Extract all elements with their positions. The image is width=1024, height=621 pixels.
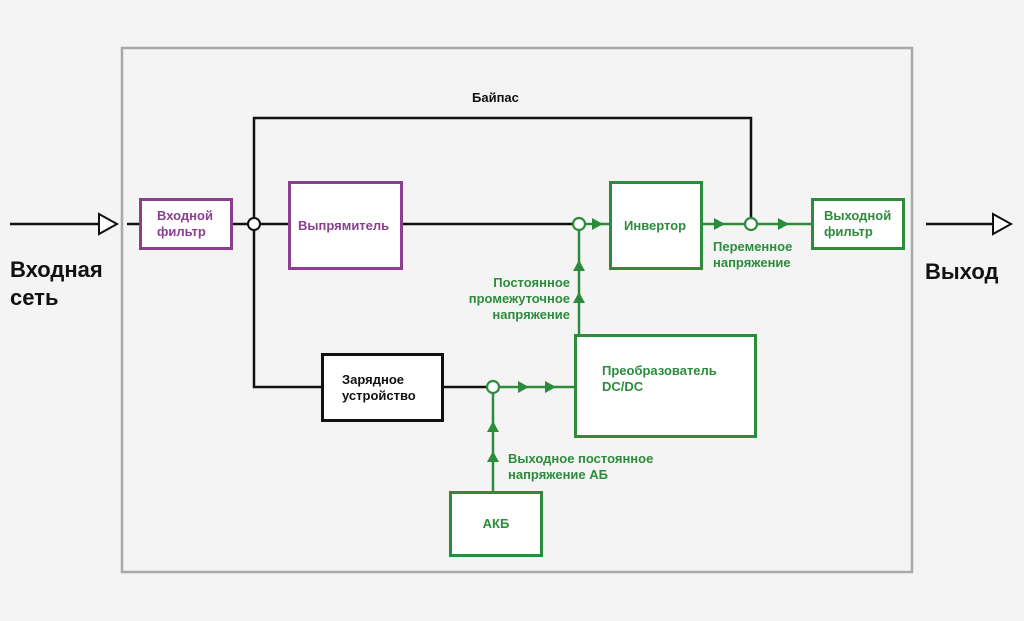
inverter-out-arrow-icon [714, 218, 725, 230]
input-filter-label-line-2: фильтр [157, 224, 206, 239]
system-frame [120, 46, 914, 574]
to-dcdc-arrow-icon-1 [518, 381, 529, 393]
inverter-label: Инвертор [624, 217, 687, 233]
dc-to-inverter-arrow-icon [592, 218, 603, 230]
ac-voltage-label: Переменное напряжение [713, 239, 792, 271]
battery-block: АКБ [449, 491, 543, 557]
dcdc-up-arrow-icon-1 [573, 292, 585, 303]
charger-label-line-2: устройство [342, 387, 416, 403]
battery-up-arrow-icon-1 [487, 451, 499, 462]
dc-junction-node [571, 216, 587, 232]
battery-junction-node [485, 379, 501, 395]
to-dcdc-arrow-icon-2 [545, 381, 556, 393]
input-junction-node [247, 217, 261, 231]
charger-branch-line [252, 230, 321, 389]
battery-dc-output-label: Выходное постоянное напряжение АБ [508, 451, 653, 483]
input-filter-label-line-1: Входной [157, 208, 213, 223]
dc-intermediate-line-2: промежуточное [468, 291, 570, 306]
bypass-label: Байпас [472, 90, 519, 105]
output-filter-label-line-1: Выходной [824, 208, 892, 223]
charger-block: Зарядное устройство [321, 353, 444, 422]
battery-up-arrow-icon-2 [487, 421, 499, 432]
input-network-line-1: Входная [10, 257, 103, 282]
dc-intermediate-label: Постоянное промежуточное напряжение [452, 275, 570, 323]
battery-dc-output-line-2: напряжение АБ [508, 467, 608, 482]
rectifier-block: Выпрямитель [288, 181, 403, 270]
rectifier-label: Выпрямитель [298, 217, 390, 233]
ac-junction-node [743, 216, 759, 232]
dcdc-label-line-2: DC/DC [602, 379, 644, 394]
input-network-line-2: сеть [10, 285, 59, 310]
ac-to-filter-arrow-icon [778, 218, 789, 230]
dc-intermediate-line-3: напряжение [492, 307, 570, 322]
ac-voltage-line-1: Переменное [713, 239, 793, 254]
output-filter-label-line-2: фильтр [824, 224, 873, 239]
dc-intermediate-line-1: Постоянное [493, 275, 570, 290]
bypass-line [252, 116, 753, 218]
output-arrow-icon [992, 212, 1014, 236]
dcdc-up-arrow-icon-2 [573, 260, 585, 271]
charger-label-line-1: Зарядное [342, 371, 405, 387]
input-network-label: Входная сеть [10, 256, 103, 312]
battery-label: АКБ [482, 516, 510, 531]
ac-voltage-line-2: напряжение [713, 255, 791, 270]
dcdc-converter-block: Преобразователь DC/DC [574, 334, 757, 438]
inverter-block: Инвертор [609, 181, 703, 270]
battery-dc-output-line-1: Выходное постоянное [508, 451, 654, 466]
output-filter-block: Выходной фильтр [811, 198, 905, 250]
dcdc-label-line-1: Преобразователь [602, 363, 717, 378]
input-arrow-icon [98, 212, 120, 236]
input-filter-block: Входной фильтр [139, 198, 233, 250]
output-label: Выход [925, 259, 999, 284]
